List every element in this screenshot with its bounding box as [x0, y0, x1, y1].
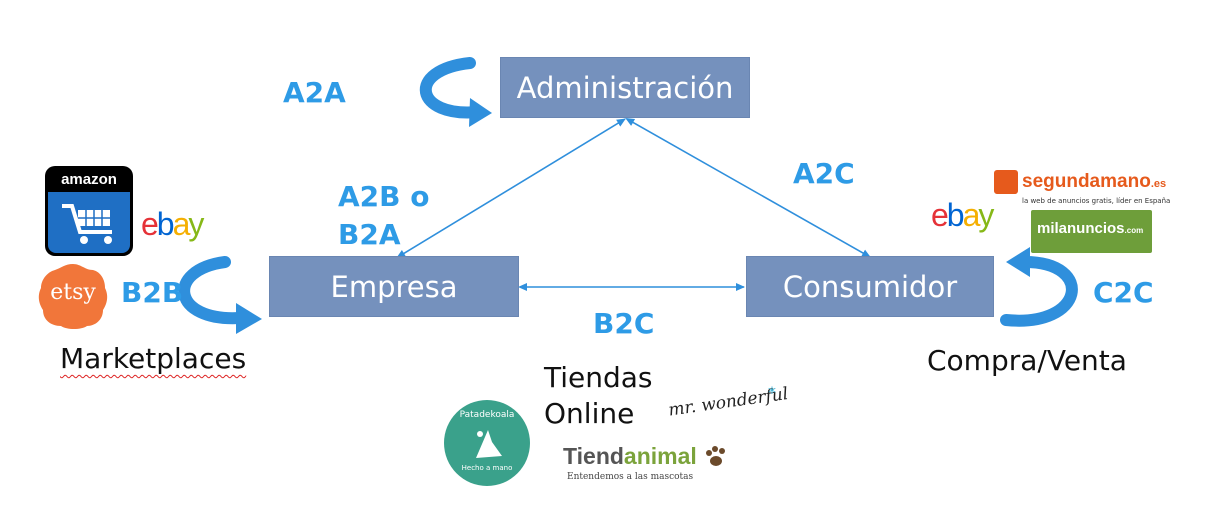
tiendanimal-logo: Tiendanimal Entendemos a las mascotas: [563, 443, 733, 491]
a2b-label-line1: A2B o: [338, 180, 430, 213]
patadekoala-wordmark: Patadekoala: [459, 410, 515, 420]
koala-paw-icon: [476, 430, 502, 458]
edge-empresa-administracion: [396, 118, 626, 259]
mr-wonderful-logo: mr. wonderful *: [667, 383, 790, 429]
tiendas-caption-line1: Tiendas: [544, 361, 653, 394]
consumidor-node: Consumidor: [746, 256, 994, 317]
b2c-label: B2C: [593, 307, 655, 340]
ebay-logo-right: ebay: [931, 196, 1013, 238]
svg-text:ebay: ebay: [931, 197, 994, 233]
compra-venta-caption: Compra/Venta: [927, 344, 1127, 377]
c2c-curved-arrow: [1000, 247, 1078, 327]
a2b-label-line2: B2A: [338, 218, 401, 251]
tiendanimal-wordmark: Tiendanimal: [563, 443, 697, 469]
svg-text:ebay: ebay: [141, 206, 204, 242]
b2b-label: B2B: [121, 276, 184, 309]
consumidor-label: Consumidor: [782, 269, 958, 304]
patadekoala-logo: Patadekoala Hecho a mano: [444, 400, 530, 486]
empresa-node: Empresa: [269, 256, 519, 317]
administracion-node: Administración: [500, 57, 750, 118]
a2a-label: A2A: [283, 76, 346, 109]
a2a-curved-arrow: [420, 57, 492, 127]
amazon-wordmark: amazon: [61, 171, 117, 188]
c2c-label: C2C: [1093, 276, 1154, 309]
tiendanimal-tagline: Entendemos a las mascotas: [567, 472, 694, 482]
asterisk-icon: *: [768, 383, 776, 402]
mr-wonderful-wordmark: mr. wonderful: [667, 383, 790, 421]
segundamano-logo: segundamano.es la web de anuncios gratis…: [994, 170, 1170, 210]
amazon-cart-icon: [48, 192, 130, 253]
milanuncios-logo: milanuncios.com: [1031, 210, 1152, 253]
tiendas-caption-line2: Online: [544, 397, 635, 430]
milanuncios-wordmark: milanuncios.com: [1037, 220, 1144, 237]
etsy-logo: etsy: [37, 262, 109, 330]
ebay-wordmark: ebay: [931, 197, 996, 233]
ebay-logo-left: ebay: [141, 205, 223, 247]
amazon-logo: amazon: [45, 166, 133, 256]
paw-icon: [706, 446, 725, 466]
segundamano-icon: [994, 170, 1018, 194]
ebay-wordmark: ebay: [141, 206, 206, 242]
edge-administracion-consumidor: [625, 118, 871, 258]
patadekoala-subtitle: Hecho a mano: [461, 464, 513, 472]
etsy-wordmark: etsy: [50, 280, 96, 305]
segundamano-wordmark: segundamano.es: [1022, 171, 1167, 192]
marketplaces-caption: Marketplaces: [60, 342, 247, 375]
empresa-label: Empresa: [330, 269, 458, 304]
segundamano-tagline: la web de anuncios gratis, líder en Espa…: [1022, 197, 1171, 205]
a2c-label: A2C: [793, 157, 855, 190]
b2b-curved-arrow: [178, 256, 262, 334]
administracion-label: Administración: [516, 70, 734, 105]
